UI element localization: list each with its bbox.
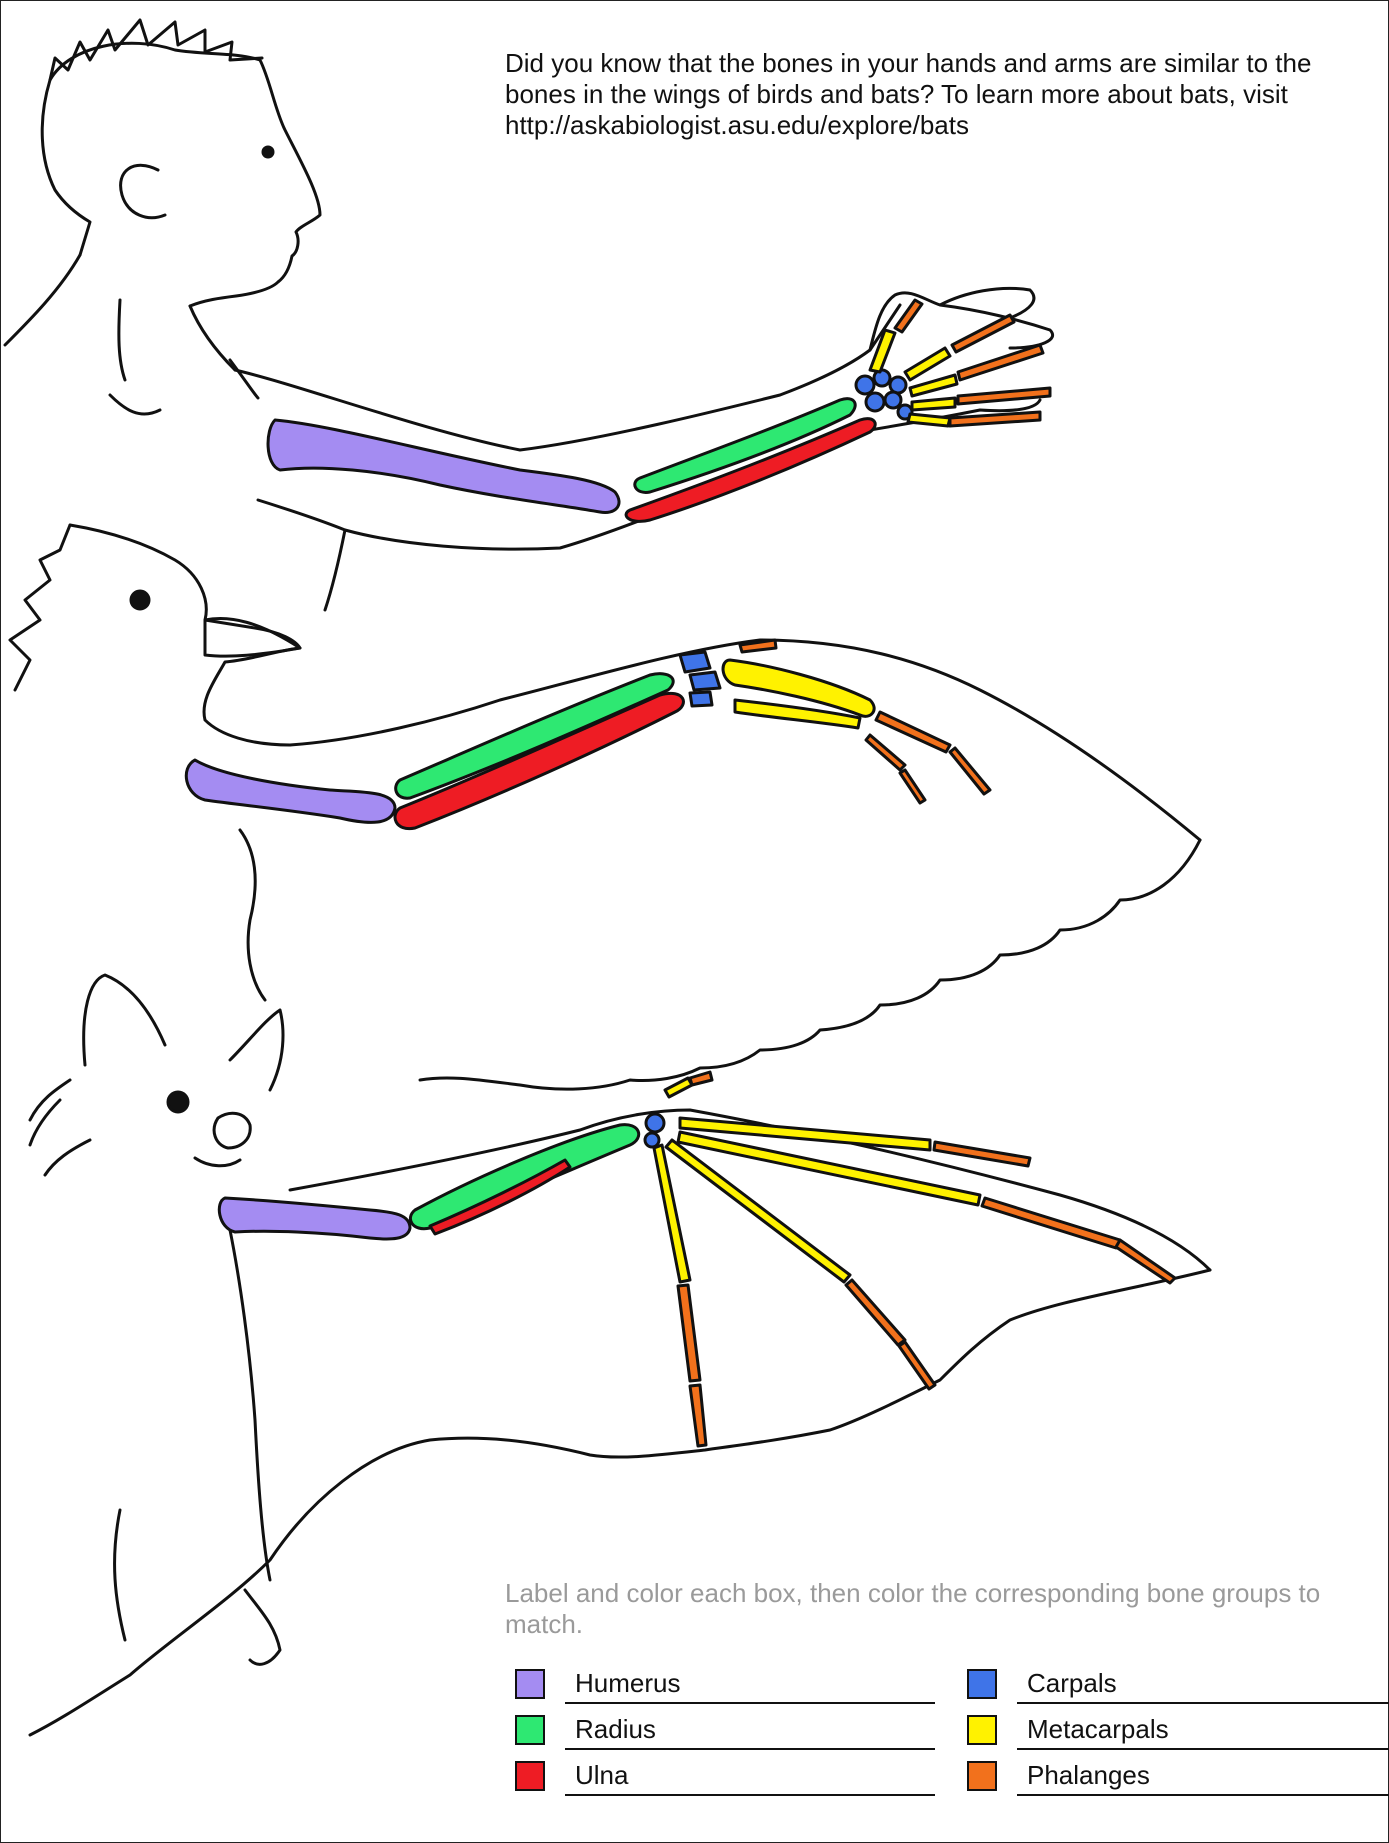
human-carpal-bones — [856, 370, 912, 419]
radius-label-line — [565, 1748, 935, 1750]
human-hair-spikes — [50, 20, 262, 80]
human-chest — [110, 360, 258, 414]
metacarpals-label-line — [1017, 1748, 1389, 1750]
bat-metacarpal-bones — [654, 1078, 980, 1282]
bird-metacarpal-bone — [723, 660, 874, 728]
bat-foot — [245, 1590, 280, 1664]
carpals-label: Carpals — [1027, 1668, 1117, 1699]
human-humerus-bone — [268, 420, 619, 513]
human-neck-shoulders — [5, 255, 235, 380]
bat-wing-membrane-edge — [30, 1270, 1210, 1735]
bat-eye — [168, 1092, 188, 1112]
bird-wing-feather-edge — [420, 840, 1200, 1089]
ulna-label-line — [565, 1794, 935, 1796]
radius-color-box[interactable] — [515, 1715, 545, 1745]
humerus-color-box[interactable] — [515, 1669, 545, 1699]
human-eye — [263, 147, 273, 157]
bat-snout — [214, 1113, 250, 1148]
bird-ulna-bone — [395, 693, 683, 828]
metacarpals-label: Metacarpals — [1027, 1714, 1169, 1745]
bat-body-outline — [115, 1230, 270, 1640]
human-ear — [121, 165, 165, 217]
phalanges-color-box[interactable] — [967, 1761, 997, 1791]
ulna-color-box[interactable] — [515, 1761, 545, 1791]
bat-humerus-bone — [219, 1198, 410, 1239]
bird-body-front — [240, 830, 265, 1000]
human-head-outline — [50, 43, 320, 306]
bat-radius-bone — [410, 1125, 638, 1229]
bird-carpal-bones — [680, 652, 720, 706]
humerus-label-line — [565, 1702, 935, 1704]
bat-mouth — [195, 1158, 240, 1166]
phalanges-label-line — [1017, 1794, 1389, 1796]
bird-phalange-bones — [740, 640, 990, 803]
instructions-text: Label and color each box, then color the… — [505, 1578, 1335, 1640]
bat-head-fur — [30, 1080, 90, 1175]
carpals-label-line — [1017, 1702, 1389, 1704]
metacarpals-color-box[interactable] — [967, 1715, 997, 1745]
bird-figure — [10, 525, 1200, 1089]
bird-eye — [131, 591, 149, 609]
bird-head-outline — [70, 525, 300, 745]
bat-carpal-bones — [645, 1114, 664, 1147]
humerus-label: Humerus — [575, 1668, 680, 1699]
ulna-label: Ulna — [575, 1760, 628, 1791]
carpals-color-box[interactable] — [967, 1669, 997, 1699]
bird-head-feathers — [10, 525, 70, 690]
bird-humerus-bone — [186, 760, 395, 822]
intro-text: Did you know that the bones in your hand… — [505, 48, 1335, 141]
phalanges-label: Phalanges — [1027, 1760, 1150, 1791]
radius-label: Radius — [575, 1714, 656, 1745]
bat-right-ear — [230, 1010, 283, 1090]
human-torso-side — [325, 530, 345, 610]
human-back-of-head — [42, 80, 90, 255]
bat-left-ear — [84, 975, 165, 1065]
